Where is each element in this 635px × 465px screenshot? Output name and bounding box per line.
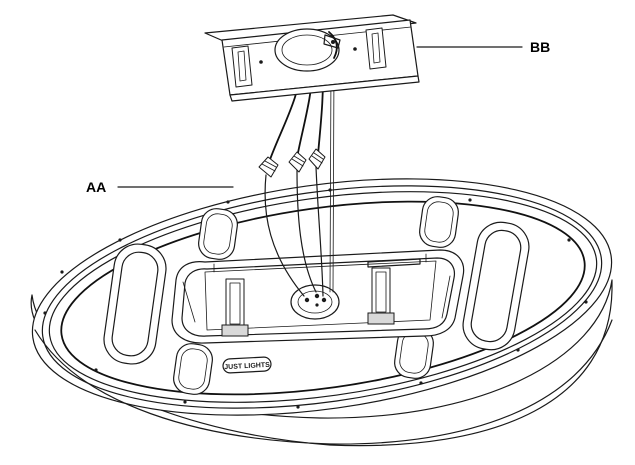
slot-bottom-left <box>173 343 213 395</box>
plate-slots <box>103 196 530 395</box>
wire-nut-2 <box>288 151 307 173</box>
platform-rail <box>367 258 421 268</box>
slot-top-left <box>198 208 238 260</box>
slot-top-right <box>419 196 459 248</box>
callout-bb-label: BB <box>530 39 550 55</box>
wire-nut-3 <box>308 148 326 170</box>
callout-aa: AA <box>86 179 234 195</box>
mounting-tab-left <box>221 278 249 337</box>
center-hub <box>290 284 340 320</box>
brand-badge-text: JUST LIGHTS <box>224 362 270 371</box>
slot-right-long <box>462 221 530 351</box>
callout-aa-label: AA <box>86 179 106 195</box>
rim-screws <box>43 188 588 409</box>
wire-nut-1 <box>258 156 279 178</box>
brand-badge: JUST LIGHTS <box>222 356 272 374</box>
mounting-bracket <box>204 14 420 102</box>
callout-bb: BB <box>416 39 550 55</box>
slot-left-long <box>103 243 167 365</box>
mounting-tab-right <box>367 267 395 325</box>
